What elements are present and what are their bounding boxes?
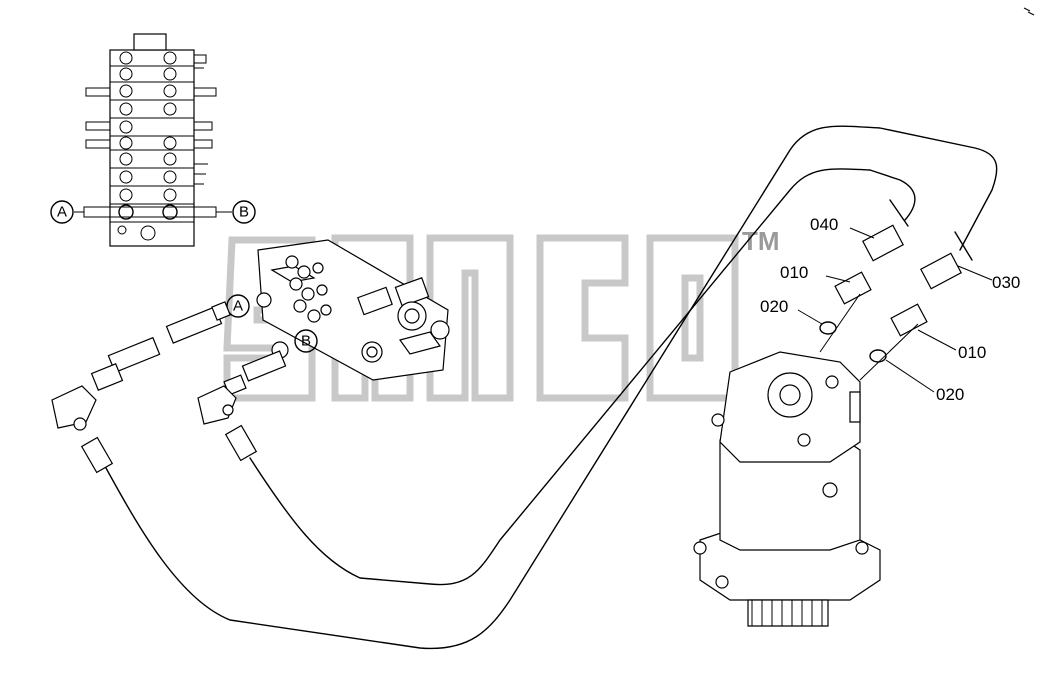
fitting-chain-port-a [51, 301, 231, 474]
swing-motor [693, 351, 881, 627]
control-valve-body: A B [226, 239, 450, 381]
callout-040: 040 [810, 215, 838, 234]
motor-fittings [819, 224, 962, 381]
callout-020-upper: 020 [760, 297, 788, 316]
callout-010-lower: 010 [958, 343, 986, 362]
inset-port-a-label: A [57, 204, 67, 221]
fitting-chain-port-b [197, 350, 287, 462]
corner-mark [1023, 7, 1035, 16]
inset-port-a-marker [50, 200, 74, 224]
callout-leaders [797, 227, 993, 393]
callout-010-upper: 010 [780, 263, 808, 282]
valve-inset-schematic: A B [50, 33, 256, 247]
inset-port-b-marker [232, 200, 256, 224]
valve-port-b-marker [294, 329, 318, 353]
hydraulic-hoses [105, 125, 998, 650]
valve-port-a-label: A [233, 298, 243, 315]
valve-port-b-label: B [301, 333, 311, 350]
inset-port-b-label: B [239, 204, 249, 221]
callout-020-lower: 020 [936, 385, 964, 404]
callout-030: 030 [992, 273, 1020, 292]
